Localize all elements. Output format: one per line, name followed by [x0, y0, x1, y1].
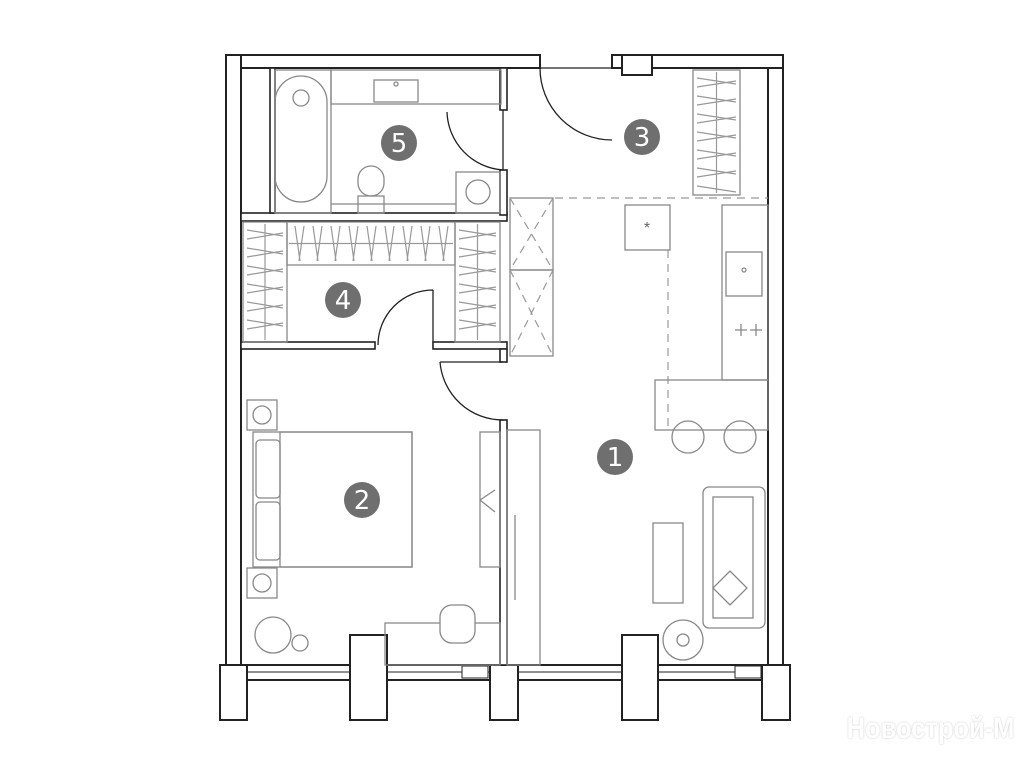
room-badge-1: 1 [597, 439, 633, 475]
columns [219, 634, 791, 721]
bathroom-fixtures [274, 69, 502, 214]
window-radiators [461, 665, 762, 679]
room-badge-4: 4 [325, 282, 361, 318]
room-badge-5: 5 [381, 125, 417, 161]
room-number: 4 [335, 286, 352, 316]
living-furniture [652, 486, 766, 661]
doors [377, 67, 613, 421]
room-badge-3: 3 [624, 119, 660, 155]
watermark: Новострой-М [846, 712, 1014, 745]
bedroom-furniture [246, 399, 541, 666]
room-number: 3 [634, 123, 651, 153]
room-number: 1 [607, 443, 624, 473]
room-number: 5 [391, 129, 408, 159]
svg-text:*: * [644, 220, 650, 237]
room-badge-2: 2 [344, 482, 380, 518]
hallway-wardrobe [692, 69, 741, 196]
room-number: 2 [354, 486, 371, 516]
closet-wardrobes [242, 221, 501, 343]
interior-walls [240, 67, 508, 666]
kitchen: * [555, 197, 769, 454]
hall-cabinet [509, 197, 554, 357]
